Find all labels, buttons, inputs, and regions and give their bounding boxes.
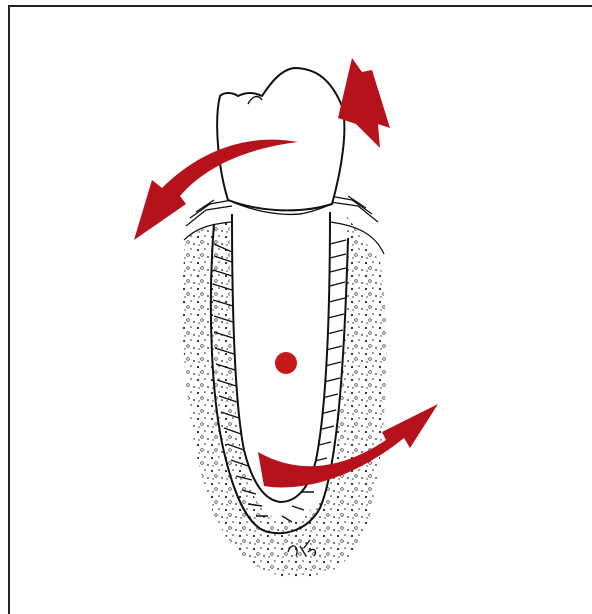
tooth-crown (217, 68, 344, 210)
center-of-rotation-dot (275, 352, 297, 374)
crown-up-arrow (338, 58, 390, 148)
